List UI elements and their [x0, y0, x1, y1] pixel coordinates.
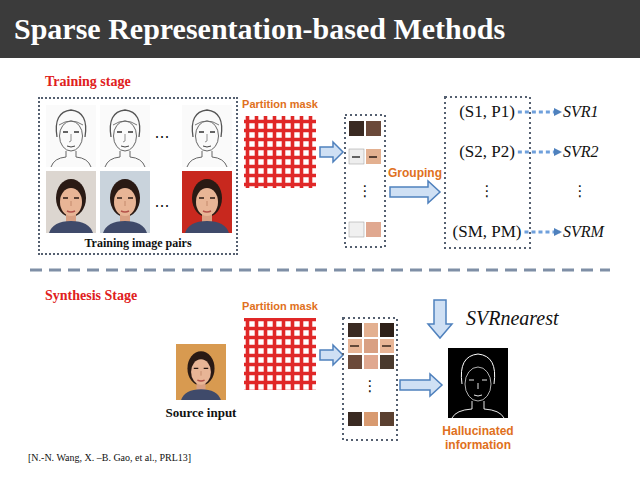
title-bar: Sparse Representation-based Methods [0, 0, 640, 58]
svr-model: SVR1 [563, 103, 599, 121]
slide-title: Sparse Representation-based Methods [0, 0, 640, 58]
down-arrow [428, 300, 452, 338]
stage-separator [30, 269, 610, 272]
node-text: SVRnearest [466, 307, 559, 330]
arrow [320, 345, 343, 365]
node-text: SVR1 [563, 103, 599, 121]
svr-model: SVR2 [563, 143, 599, 161]
citation: [N.-N. Wang, X. –B. Gao, et al., PRL13] [28, 452, 191, 464]
image-set-box: Training image pairs [38, 97, 238, 255]
arrow [320, 142, 343, 162]
partition-mask [244, 318, 316, 390]
ellipsis: ⋮ [363, 378, 378, 395]
hallucinated-sketch [448, 348, 508, 418]
pair-item: (S2, P2) [459, 142, 515, 162]
dashed-arrow [518, 110, 560, 113]
node-text: (SM, PM) [453, 222, 522, 242]
stage-label: Training stage [45, 74, 131, 90]
partition-mask [244, 116, 316, 188]
input-label: Source input [166, 406, 237, 421]
pair-item: (SM, PM) [453, 222, 522, 242]
dashed-arrow [518, 150, 560, 153]
stage-label: Synthesis Stage [45, 288, 137, 304]
node-text: SVR2 [563, 143, 599, 161]
step-label: Grouping [388, 167, 442, 181]
mask-label: Partition mask [242, 98, 318, 111]
dashed-arrow [524, 230, 560, 233]
pair-item: (S1, P1) [459, 102, 515, 122]
ellipsis: ⋮ [573, 183, 588, 200]
svr-model: SVRnearest [466, 307, 559, 330]
node-text: Partition mask [242, 98, 318, 111]
node-text: SVRM [563, 223, 604, 241]
node-text: Hallucinated information [423, 424, 533, 453]
source-photo [176, 344, 226, 400]
node-text: (S1, P1) [459, 102, 515, 122]
training-patches [345, 115, 385, 247]
grouping-arrow [390, 181, 440, 203]
synthesis-patches [343, 318, 397, 440]
ellipsis: … [155, 125, 170, 142]
ellipsis: ⋮ [480, 183, 495, 200]
node-text: Partition mask [242, 300, 318, 313]
node-text: Training image pairs [84, 236, 191, 251]
ellipsis: ⋮ [358, 183, 373, 200]
node-text: (S2, P2) [459, 142, 515, 162]
mask-label: Partition mask [242, 300, 318, 313]
svr-model: SVRM [563, 223, 604, 241]
output-label: Hallucinated information [423, 424, 533, 453]
training-faces [46, 105, 232, 233]
node-text: Source input [166, 406, 237, 421]
group-box [445, 97, 530, 248]
arrow [400, 374, 442, 396]
ellipsis: … [155, 194, 170, 211]
